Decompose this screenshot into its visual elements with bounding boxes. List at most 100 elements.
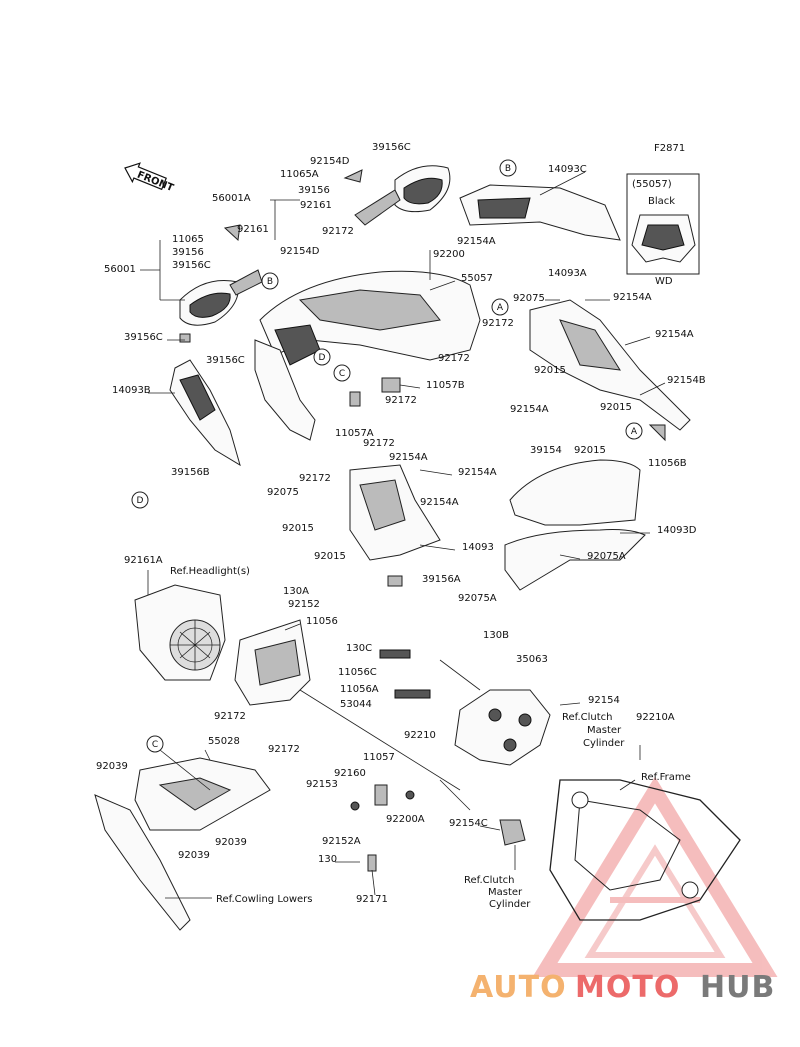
part-label: 92172 — [363, 438, 395, 449]
part-label: 92210 — [404, 730, 436, 741]
part-label: 92154A — [458, 467, 497, 478]
part-label: 92161 — [237, 224, 269, 235]
part-label: 92075A — [587, 551, 626, 562]
part-label: 92154 — [588, 695, 620, 706]
cover-55028 — [134, 757, 271, 831]
panel-14093 — [349, 464, 441, 561]
part-label: 39156 — [172, 247, 204, 258]
part-label: 14093D — [657, 525, 697, 536]
part-label: 11056C — [338, 667, 377, 678]
part-label: 39156C — [124, 332, 163, 343]
part-label: 92172 — [322, 226, 354, 237]
part-label: Cylinder — [583, 738, 625, 749]
mirror-left — [179, 269, 263, 326]
part-label: 130B — [483, 630, 509, 641]
svg-text:C: C — [152, 740, 158, 750]
part-label: 92075 — [267, 487, 299, 498]
watermark-auto: AUTO — [470, 970, 567, 1005]
headlight — [134, 584, 226, 681]
part-label: 92154C — [449, 818, 488, 829]
panel-14093d — [504, 529, 646, 591]
part-label: 92172 — [482, 318, 514, 329]
inset-box: (55057) Black WD — [626, 173, 700, 287]
inner-panel-left — [254, 339, 316, 441]
part-label: 130A — [283, 586, 309, 597]
part-label: 14093A — [548, 268, 587, 279]
part-label: 35063 — [516, 654, 548, 665]
svg-text:A: A — [631, 427, 638, 437]
leader-lines — [140, 171, 666, 899]
part-label: 92015 — [534, 365, 566, 376]
part-label: 130C — [346, 643, 372, 654]
part-label: 92172 — [438, 353, 470, 364]
part-label: Ref.Headlight(s) — [170, 566, 250, 577]
part-label: 92075 — [513, 293, 545, 304]
panel-14093c — [459, 184, 621, 241]
part-label: 39154 — [530, 445, 562, 456]
part-label: 92154D — [310, 156, 350, 167]
part-label: 11065A — [280, 169, 319, 180]
part-label: 92161A — [124, 555, 163, 566]
part-label: 53044 — [340, 699, 372, 710]
part-label: 92152A — [322, 836, 361, 847]
part-label: 14093 — [462, 542, 494, 553]
part-label: 11056A — [340, 684, 379, 695]
marker-b-2: B — [261, 272, 279, 290]
figure-code: F2871 — [654, 143, 685, 154]
part-label: 14093B — [112, 385, 151, 396]
watermark-text: AUTO MOTO HUB — [470, 970, 774, 1005]
part-label: Master — [587, 725, 622, 736]
part-label: 55057 — [461, 273, 493, 284]
frame — [549, 779, 741, 921]
svg-text:B: B — [505, 164, 511, 174]
part-label: Ref.Clutch — [464, 875, 514, 886]
part-label: 92153 — [306, 779, 338, 790]
part-label: 92200A — [386, 814, 425, 825]
part-label: 39156C — [372, 142, 411, 153]
part-label: 39156C — [172, 260, 211, 271]
part-label: 92154A — [457, 236, 496, 247]
cowling-lower — [94, 794, 191, 931]
part-label: 92015 — [600, 402, 632, 413]
part-label: 92039 — [178, 850, 210, 861]
svg-text:D: D — [319, 353, 326, 363]
upper-cowl — [259, 270, 481, 366]
marker-d-1: D — [313, 348, 331, 366]
svg-text:C: C — [339, 369, 345, 379]
part-label: 92172 — [268, 744, 300, 755]
part-label: 39156 — [298, 185, 330, 196]
svg-text:D: D — [137, 496, 144, 506]
part-label: 14093C — [548, 164, 587, 175]
svg-text:A: A — [497, 303, 504, 313]
svg-text:B: B — [267, 277, 273, 287]
part-label: 56001 — [104, 264, 136, 275]
part-label: 92015 — [282, 523, 314, 534]
part-label: 92152 — [288, 599, 320, 610]
panel-14093b — [169, 359, 241, 467]
marker-a-2: A — [625, 422, 643, 440]
hardware — [179, 169, 666, 872]
inset-variant: WD — [655, 276, 673, 287]
part-label: 92172 — [214, 711, 246, 722]
marker-c-1: C — [333, 364, 351, 382]
panel-39154 — [509, 459, 641, 526]
part-label: 92154A — [420, 497, 459, 508]
part-label: 92200 — [433, 249, 465, 260]
part-label: 92160 — [334, 768, 366, 779]
marker-b-1: B — [499, 159, 517, 177]
part-label: 92161 — [300, 200, 332, 211]
part-label: 92039 — [215, 837, 247, 848]
part-label: 39156B — [171, 467, 210, 478]
inset-color: Black — [648, 196, 675, 207]
part-labels: 39156C92154D11065A3915656001A9216114093C… — [96, 142, 706, 910]
part-label: 56001A — [212, 193, 251, 204]
part-label: 130 — [318, 854, 337, 865]
part-label: 92015 — [314, 551, 346, 562]
part-label: 11057A — [335, 428, 374, 439]
part-label: 92171 — [356, 894, 388, 905]
part-label: Master — [488, 887, 523, 898]
part-label: 11057B — [426, 380, 465, 391]
part-label: Ref.Clutch — [562, 712, 612, 723]
marker-a-1: A — [491, 298, 509, 316]
